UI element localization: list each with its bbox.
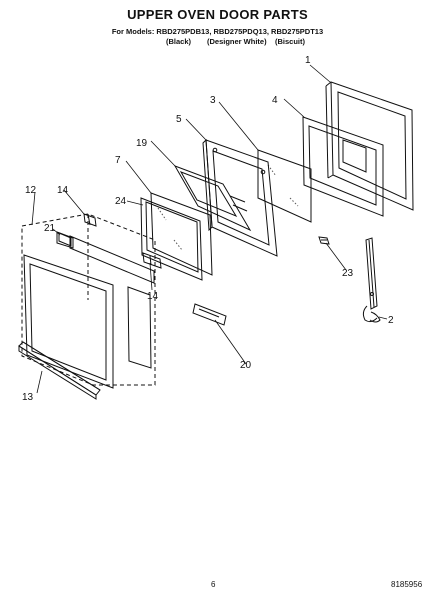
callout-21: 21: [44, 223, 56, 234]
callout-19: 19: [136, 138, 148, 149]
part-12-door-assembly: [21, 213, 156, 386]
callout-14-lower: 14: [147, 291, 159, 302]
part-4-door-gasket: [302, 116, 384, 217]
part-21-door-liner: [23, 231, 155, 389]
color-designer-white: (Designer White): [207, 37, 267, 46]
callout-7: 7: [115, 155, 121, 166]
callout-2: 2: [388, 315, 394, 326]
part-1-outer-door-panel: [325, 81, 414, 211]
document-number: 8185956: [391, 580, 423, 589]
callout-3: 3: [210, 95, 216, 106]
callout-1: 1: [305, 55, 311, 66]
callout-4: 4: [272, 95, 278, 106]
model-list: For Models: RBD275PDB13, RBD275PDQ13, RB…: [111, 27, 324, 36]
part-5-baffle-frame: [202, 138, 278, 257]
callout-20: 20: [240, 360, 252, 371]
callout-12: 12: [25, 185, 37, 196]
callout-5: 5: [176, 114, 182, 125]
part-7-outer-glass: [150, 192, 213, 276]
color-biscuit: (Biscuit): [275, 37, 305, 46]
page-number: 6: [211, 580, 216, 589]
part-14-clip-upper: [83, 213, 97, 227]
part-20-trim: [192, 303, 227, 326]
callout-23: 23: [342, 268, 354, 279]
page-title: UPPER OVEN DOOR PARTS: [127, 7, 308, 22]
color-black: (Black): [166, 37, 192, 46]
part-13-door-handle: [18, 341, 101, 400]
part-23-screw: [318, 236, 330, 245]
part-24-inner-glass: [140, 197, 203, 281]
part-14-clip-lower: [142, 252, 162, 269]
part-2-hinge: [362, 237, 381, 323]
part-19-vent-duct: [173, 165, 252, 232]
callout-13: 13: [22, 392, 34, 403]
callout-24: 24: [115, 196, 127, 207]
part-3-inner-glass: [257, 149, 312, 223]
leader-lines: [31, 64, 388, 394]
callout-14-upper: 14: [57, 185, 69, 196]
